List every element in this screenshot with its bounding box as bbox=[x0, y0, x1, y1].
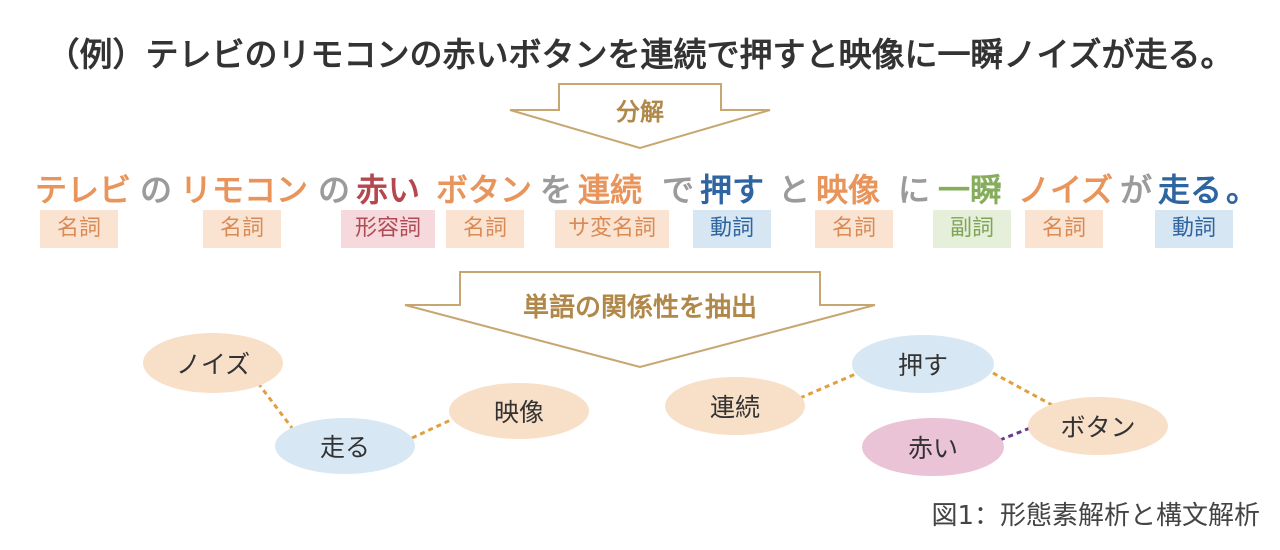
token: テレビ bbox=[35, 171, 132, 209]
extract-relations-label: 単語の関係性を抽出 bbox=[522, 293, 757, 323]
pos-tag-suru-noun: サ変名詞 bbox=[555, 210, 669, 248]
token: 連続 bbox=[578, 171, 643, 209]
example-sentence-title: （例）テレビのリモコンの赤いボタンを連続で押すと映像に一瞬ノイズが走る。 bbox=[46, 35, 1234, 74]
pos-tag-verb: 動詞 bbox=[693, 210, 771, 248]
token: ノイズ bbox=[1018, 171, 1114, 209]
pos-tag-noun: 名詞 bbox=[446, 210, 524, 248]
extract-arrow bbox=[404, 271, 876, 369]
node-continuous: 連続 bbox=[665, 377, 805, 435]
edge-run-image bbox=[411, 416, 456, 440]
token: で bbox=[662, 171, 695, 209]
token: の bbox=[318, 171, 351, 209]
pos-tag-adverb: 副詞 bbox=[933, 210, 1011, 248]
token: 押す bbox=[700, 171, 765, 209]
node-red: 赤い bbox=[862, 418, 1004, 476]
token: 走る bbox=[1158, 171, 1223, 209]
edge-press-button bbox=[992, 371, 1053, 407]
pos-tag-noun: 名詞 bbox=[40, 210, 118, 248]
node-noise: ノイズ bbox=[143, 333, 283, 393]
decompose-arrow bbox=[509, 83, 771, 150]
figure-caption: 図1：形態素解析と構文解析 bbox=[931, 501, 1260, 531]
token: 一瞬 bbox=[938, 171, 1003, 209]
node-press: 押す bbox=[852, 335, 994, 393]
node-image: 映像 bbox=[449, 383, 589, 439]
token: リモコン bbox=[180, 171, 309, 209]
edge-continuous-press bbox=[799, 371, 859, 400]
token: に bbox=[898, 171, 931, 209]
node-button: ボタン bbox=[1028, 397, 1168, 455]
token: を bbox=[540, 171, 573, 209]
edge-noise-run bbox=[256, 382, 294, 429]
pos-tag-noun: 名詞 bbox=[203, 210, 281, 248]
pos-tag-adjective: 形容詞 bbox=[341, 210, 435, 248]
token: 。 bbox=[1226, 171, 1259, 209]
decompose-label: 分解 bbox=[616, 98, 664, 126]
pos-tag-noun: 名詞 bbox=[1025, 210, 1103, 248]
token: と bbox=[778, 171, 811, 209]
pos-tag-noun: 名詞 bbox=[815, 210, 893, 248]
token: が bbox=[1120, 171, 1153, 209]
token: 映像 bbox=[816, 171, 881, 209]
edge-red-button bbox=[999, 426, 1031, 442]
token: の bbox=[140, 171, 173, 209]
pos-tag-verb: 動詞 bbox=[1155, 210, 1233, 248]
token: ボタン bbox=[436, 171, 533, 209]
node-run: 走る bbox=[275, 418, 415, 474]
token: 赤い bbox=[356, 171, 421, 209]
